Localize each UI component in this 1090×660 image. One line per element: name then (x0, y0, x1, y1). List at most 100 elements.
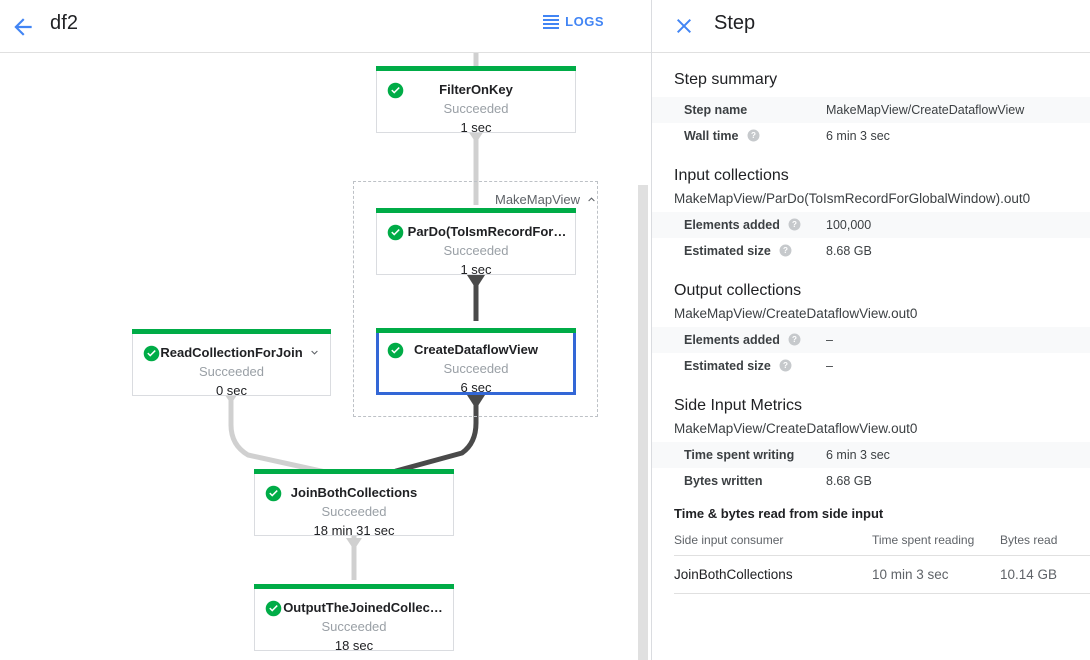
edge-create-to-join (393, 390, 479, 474)
row-key-text: Wall time (684, 129, 739, 143)
step-panel-title: Step (714, 12, 756, 34)
page-title: df2 (50, 12, 79, 34)
node-duration: 1 sec (460, 262, 492, 277)
logs-icon (543, 15, 560, 29)
section-heading-step-summary: Step summary (674, 71, 778, 88)
node-status-bar (254, 469, 454, 474)
node-duration: 0 sec (215, 383, 248, 398)
graph-node-output-the-joined-collection[interactable]: OutputTheJoinedCollec… Succeeded 18 sec (254, 584, 454, 653)
svg-text:?: ? (751, 131, 756, 140)
check-circle-icon (387, 224, 404, 241)
logs-button[interactable]: LOGS (543, 14, 604, 29)
row-key-text: Time spent writing (684, 448, 795, 462)
chevron-down-icon[interactable] (308, 346, 321, 359)
row-value: 100,000 (826, 218, 872, 232)
svg-text:?: ? (783, 361, 788, 370)
node-title: OutputTheJoinedCollec… (283, 600, 443, 615)
row-key-text: Estimated size (684, 359, 771, 373)
help-icon[interactable]: ? (747, 129, 760, 142)
output-collections-table: Elements added ? – Estimated size (652, 327, 1090, 379)
node-title: JoinBothCollections (290, 485, 418, 500)
table-row: Wall time ? 6 min 3 sec (652, 123, 1090, 149)
row-value: – (826, 359, 833, 373)
node-status: Succeeded (321, 504, 387, 519)
node-status-bar (254, 584, 454, 589)
table-row: Elements added ? 100,000 (652, 212, 1090, 238)
row-key: Elements added ? (652, 212, 822, 238)
row-key-text: Elements added (684, 218, 780, 232)
node-status-bar (376, 208, 576, 213)
graph-node-pardo-to-ism-record[interactable]: ParDo(ToIsmRecordFor… Succeeded 1 sec (376, 208, 576, 277)
help-icon[interactable]: ? (779, 244, 792, 257)
help-icon[interactable]: ? (788, 218, 801, 231)
step-summary-table: Step name MakeMapView/CreateDataflowView… (652, 97, 1090, 149)
node-status-bar (376, 66, 576, 71)
row-value: 6 min 3 sec (826, 129, 890, 143)
column-header-time-spent-reading: Time spent reading (872, 527, 1000, 556)
row-value: 8.68 GB (826, 244, 872, 258)
node-status: Succeeded (443, 361, 509, 376)
group-label-makemapview[interactable]: MakeMapView (495, 192, 598, 207)
cell-bytes-read: 10.14 GB (1000, 555, 1090, 594)
group-box-makemapview (353, 181, 598, 417)
row-key: Elements added ? (652, 327, 822, 353)
node-title: ParDo(ToIsmRecordFor… (407, 224, 567, 239)
row-key: Estimated size ? (652, 353, 822, 379)
table-row: Time spent writing 6 min 3 sec (652, 442, 1090, 468)
check-circle-icon (387, 82, 404, 99)
cell-time-spent-reading: 10 min 3 sec (872, 555, 1000, 594)
logs-button-label: LOGS (565, 14, 604, 29)
node-duration: 1 sec (460, 120, 492, 135)
close-icon[interactable] (672, 14, 696, 38)
node-title: ReadCollectionForJoin (160, 345, 303, 360)
table-row: Elements added ? – (652, 327, 1090, 353)
arrow-create-to-join (467, 395, 485, 409)
svg-text:?: ? (783, 246, 788, 255)
side-input-read-table: Side input consumer Time spent reading B… (674, 527, 1090, 594)
step-panel-body: Step summary Step name MakeMapView/Creat… (652, 53, 1090, 660)
row-key: Bytes written (652, 468, 822, 494)
cell-side-input-consumer: JoinBothCollections (674, 555, 872, 594)
help-icon[interactable]: ? (788, 333, 801, 346)
column-header-bytes-read: Bytes read (1000, 527, 1090, 556)
graph-node-read-collection-for-join[interactable]: ReadCollectionForJoin Succeeded 0 sec (132, 329, 331, 398)
node-status: Succeeded (321, 619, 387, 634)
chevron-up-icon (588, 197, 595, 202)
side-input-metrics-table: Time spent writing 6 min 3 sec Bytes wri… (652, 442, 1090, 494)
arrow-join-to-output (346, 538, 362, 550)
arrow-pardo-to-create (467, 275, 485, 289)
node-status: Succeeded (443, 101, 509, 116)
graph-node-join-both-collections[interactable]: JoinBothCollections Succeeded 18 min 31 … (254, 469, 454, 538)
table-row: Estimated size ? – (652, 353, 1090, 379)
group-label-text: MakeMapView (495, 192, 581, 207)
row-value: 8.68 GB (826, 474, 872, 488)
section-heading-output-collections: Output collections (674, 282, 802, 299)
job-graph-canvas[interactable]: MakeMapView FilterOnKey Succeeded 1 sec (0, 53, 652, 660)
output-collection-name: MakeMapView/CreateDataflowView.out0 (674, 306, 918, 321)
graph-node-filter-on-key[interactable]: FilterOnKey Succeeded 1 sec (376, 66, 576, 135)
step-details-panel: Step Step summary Step name MakeMapView/… (652, 0, 1090, 660)
help-icon[interactable]: ? (779, 359, 792, 372)
row-value: – (826, 333, 833, 347)
node-status: Succeeded (443, 243, 509, 258)
back-arrow-icon[interactable] (10, 14, 36, 40)
node-status-bar (376, 328, 576, 333)
section-heading-time-bytes-read: Time & bytes read from side input (674, 506, 884, 521)
row-key-text: Estimated size (684, 244, 771, 258)
input-collection-name: MakeMapView/ParDo(ToIsmRecordForGlobalWi… (674, 191, 1031, 206)
step-panel-header: Step (652, 0, 1090, 53)
table-header-row: Side input consumer Time spent reading B… (674, 527, 1090, 556)
node-duration: 18 min 31 sec (313, 523, 395, 538)
graph-node-create-dataflow-view[interactable]: CreateDataflowView Succeeded 6 sec (376, 328, 576, 395)
section-heading-side-input-metrics: Side Input Metrics (674, 397, 803, 414)
node-title: FilterOnKey (439, 82, 513, 97)
graph-vertical-scrollbar[interactable] (638, 185, 648, 660)
table-row: Step name MakeMapView/CreateDataflowView (652, 97, 1090, 123)
row-key: Estimated size ? (652, 238, 822, 264)
check-circle-icon (265, 600, 282, 617)
node-title: CreateDataflowView (413, 342, 539, 357)
top-app-bar: df2 LOGS (0, 0, 652, 53)
panel-divider (651, 0, 652, 660)
node-status: Succeeded (198, 364, 265, 379)
